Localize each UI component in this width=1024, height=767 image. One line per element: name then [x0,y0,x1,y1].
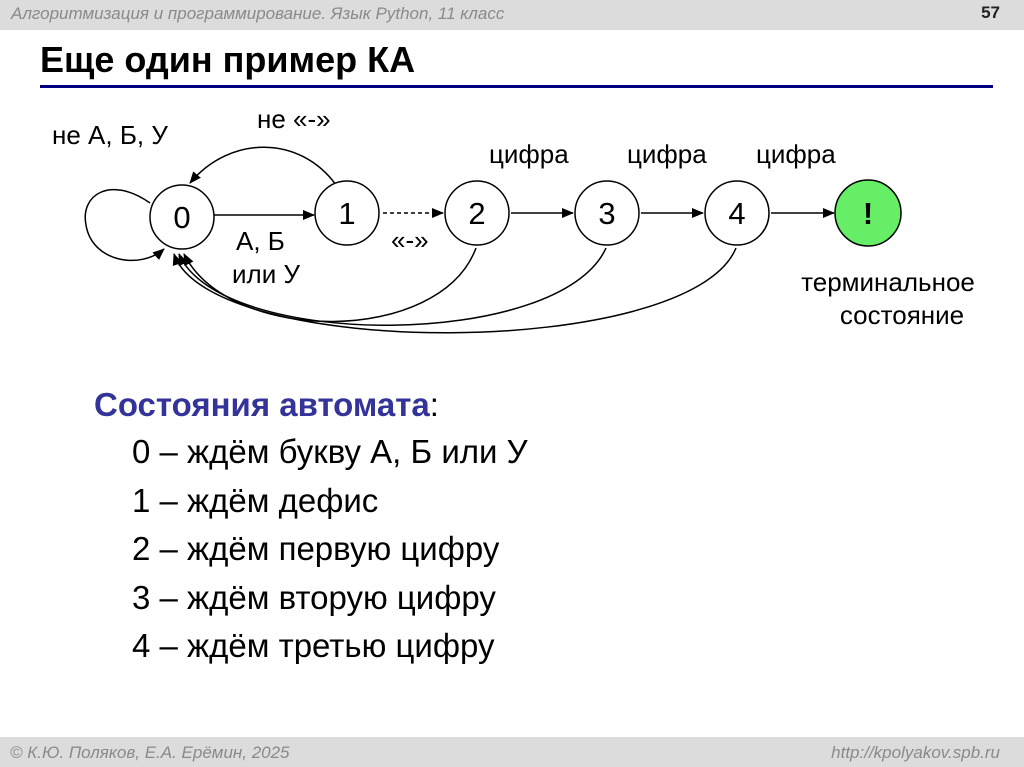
arrow-3-to-0 [178,247,607,326]
website-link[interactable]: http://kpolyakov.spb.ru [831,743,1000,762]
title-divider [40,85,993,88]
label-4-to-terminal: цифра [756,139,836,169]
state-diagram: 0 1 2 3 4 ! не А, Б, У не «-» А, Б или У… [52,104,975,334]
states-heading-text: Состояния автомата [94,386,430,423]
page-number: 57 [981,3,1000,22]
state-4: 4 [704,180,770,246]
states-heading-colon: : [429,386,439,423]
arrow-1-to-0 [189,146,337,186]
list-item: 2 – ждём первую цифру [132,530,500,567]
list-item: 0 – ждём букву А, Б или У [132,433,528,470]
copyright: © К.Ю. Поляков, Е.А. Ерёмин, 2025 [10,743,290,762]
list-item: 1 – ждём дефис [132,481,379,519]
arrow-4-to-0 [172,247,737,334]
state-0: 0 [149,184,215,250]
label-1-to-2: «-» [391,225,429,255]
loop-0-arrow [84,188,165,262]
state-1: 1 [314,180,380,246]
states-heading: Состояния автомата: [94,386,439,424]
label-2-to-3: цифра [489,139,569,169]
svg-text:0: 0 [173,200,190,235]
states-list: 0 – ждём букву А, Б или У 1 – ждём дефис… [132,432,528,675]
label-0-to-1-line2: или У [232,259,300,289]
svg-text:3: 3 [598,196,615,231]
footer-bar: © К.Ю. Поляков, Е.А. Ерёмин, 2025 http:/… [0,737,1024,767]
list-item: 3 – ждём вторую цифру [132,578,496,616]
arrow-2-to-0 [183,247,477,323]
state-3: 3 [574,180,640,246]
course-title: Алгоритмизация и программирование. Язык … [11,4,505,23]
svg-text:!: ! [863,196,873,231]
slide-title: Еще один пример КА [40,39,416,80]
label-3-to-4: цифра [627,139,707,169]
terminal-caption-line2: состояние [840,300,964,330]
svg-text:4: 4 [728,196,745,231]
terminal-caption-line1: терминальное [801,267,975,297]
svg-text:2: 2 [468,196,485,231]
label-0-to-1-line1: А, Б [236,226,285,256]
state-2: 2 [444,180,510,246]
terminal-circle [834,179,902,247]
svg-text:1: 1 [338,196,355,231]
label-loop-0: не А, Б, У [52,120,168,150]
label-1-to-0: не «-» [257,104,331,134]
header-bar: Алгоритмизация и программирование. Язык … [0,0,1024,30]
state-terminal: ! [834,179,902,247]
list-item: 4 – ждём третью цифру [132,627,495,664]
